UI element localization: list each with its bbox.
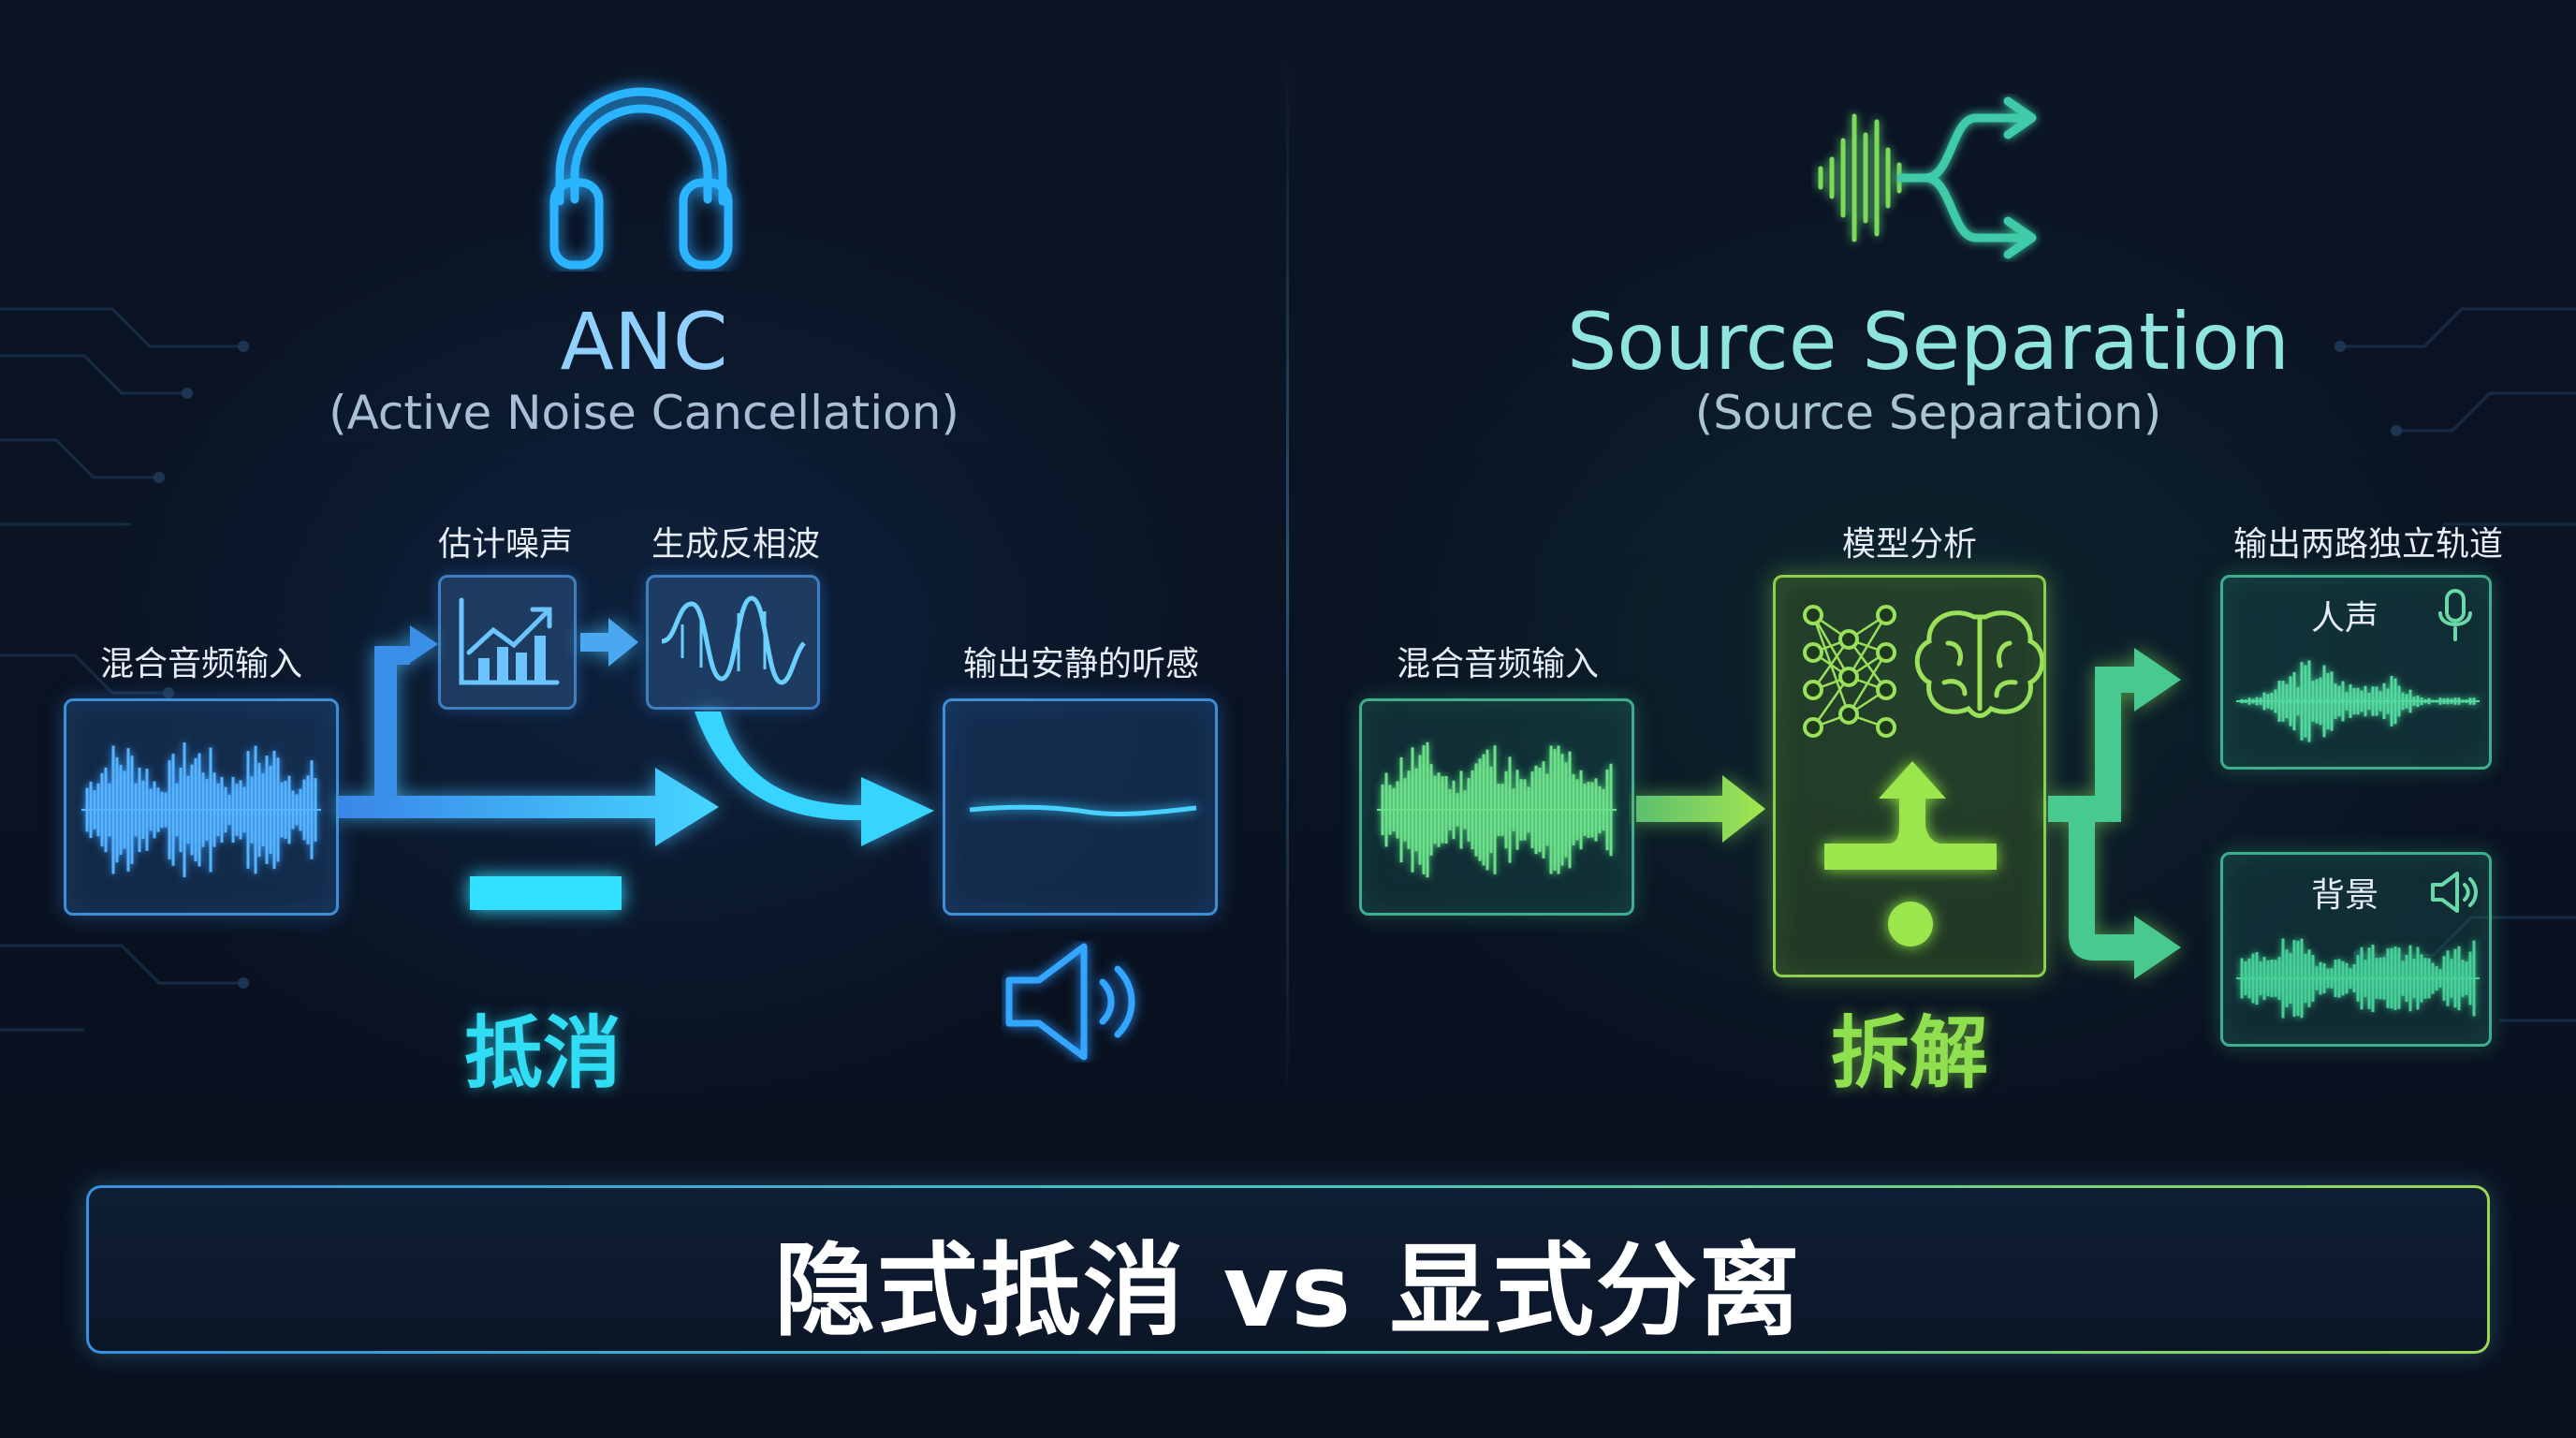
- separation-input-box: [1359, 698, 1634, 916]
- separation-subtitle: (Source Separation): [1647, 386, 2209, 440]
- speaker-icon: [1002, 941, 1161, 1063]
- separation-outputs-label: 输出两路独立轨道: [2190, 517, 2546, 565]
- speaker-icon: [2429, 868, 2481, 917]
- voice-label: 人声: [2298, 591, 2392, 639]
- microphone-icon: [2435, 587, 2476, 643]
- model-to-voice-arrow: [2048, 648, 2181, 822]
- mixed-waveform-icon: [1362, 701, 1632, 913]
- separation-title: Source Separation: [1554, 296, 2303, 388]
- antiphase-to-output-arrow: [695, 712, 934, 846]
- background-label: 背景: [2298, 868, 2392, 917]
- background-waveform-icon: [2232, 920, 2485, 1042]
- minus-icon: [470, 876, 622, 910]
- branch-up-arrow: [374, 625, 438, 798]
- summary-banner-text: 隐式抵消 vs 显式分离: [0, 1210, 2576, 1356]
- waveform-split-icon: [1811, 94, 2064, 262]
- anc-operation-label: 抵消: [431, 990, 655, 1104]
- separation-operation-label: 拆解: [1797, 990, 2022, 1104]
- separation-model-label: 模型分析: [1816, 517, 2003, 565]
- estimate-to-antiphase-arrow: [580, 618, 638, 667]
- input-to-model-arrow: [1636, 775, 1765, 843]
- voice-track-box: 人声: [2220, 575, 2492, 770]
- model-to-background-arrow: [2069, 814, 2181, 979]
- separation-input-label: 混合音频输入: [1367, 637, 1629, 685]
- background-track-box: 背景: [2220, 852, 2492, 1047]
- separation-flow-arrows: [1629, 562, 2228, 992]
- voice-waveform-icon: [2232, 643, 2485, 765]
